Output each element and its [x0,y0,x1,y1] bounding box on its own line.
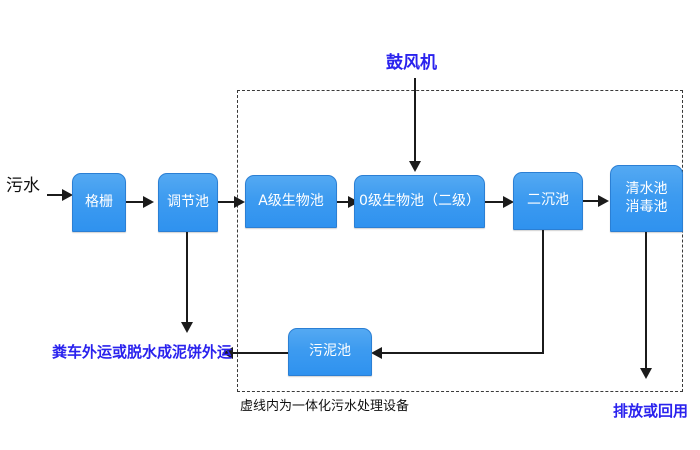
node-regulating-tank-label: 调节池 [167,193,209,210]
node-o-stage-bio-tank-label: 0级生物池（二级） [359,192,480,209]
sludge-disposal-label: 粪车外运或脱水成泥饼外运 [52,343,233,361]
blower-label: 鼓风机 [386,53,437,73]
connector-ostage-to-secondsettle-arrowhead [503,196,514,208]
node-secondary-settling-tank-label: 二沉池 [527,192,569,209]
node-disinfection-tank-label: 消毒池 [625,198,668,215]
connector-regulating-to-astage [218,201,243,203]
node-regulating-tank[interactable]: 调节池 [158,173,218,232]
node-grille[interactable]: 格栅 [72,173,126,232]
connector-cleanwater-to-discharge-arrowhead [640,368,652,379]
connector-ostage-to-secondsettle [485,201,512,203]
node-sludge-tank-label: 污泥池 [309,343,351,360]
node-clean-water-disinfection-tank[interactable]: 清水池 消毒池 [610,165,683,232]
connector-secondsettle-to-cleanwater-arrowhead [598,195,609,207]
connector-sludge-to-disposal-arrowhead [222,347,233,359]
inlet-label: 污水 [6,176,40,196]
connector-grille-to-regulating [126,201,148,203]
node-secondary-settling-tank[interactable]: 二沉池 [513,172,583,230]
connector-cleanwater-to-discharge-line [645,232,647,372]
connector-sludge-to-disposal-line [228,352,288,354]
connector-astage-to-ostage-arrowhead [348,196,359,208]
connector-astage-to-ostage [337,201,358,203]
connector-regulating-to-disposal-arrowhead [181,322,193,333]
discharge-label: 排放或回用 [613,402,689,420]
connector-grille-to-regulating-arrowhead [143,196,154,208]
node-a-stage-bio-tank-label: A级生物池 [258,192,324,209]
connector-regulating-to-disposal-line [186,232,188,324]
blower-feed-arrowhead [409,161,421,172]
node-o-stage-bio-tank[interactable]: 0级生物池（二级） [354,175,485,228]
node-sludge-tank[interactable]: 污泥池 [288,328,372,376]
connector-regulating-to-astage-arrowhead [234,196,245,208]
connector-secondsettle-to-cleanwater [583,200,607,202]
blower-feed-line [414,78,416,162]
connector-secondsettle-to-sludge-arrowhead [371,347,382,359]
node-grille-label: 格栅 [85,193,113,210]
connector-secondsettle-to-sludge-hline [380,352,544,354]
integrated-equipment-boundary [237,90,683,392]
inlet-connector-line [47,194,68,196]
node-a-stage-bio-tank[interactable]: A级生物池 [245,175,337,228]
boundary-caption: 虚线内为一体化污水处理设备 [240,399,410,414]
inlet-connector-arrowhead [62,189,73,201]
connector-secondsettle-to-sludge-vline [542,230,544,354]
node-clean-water-tank-label: 清水池 [625,181,668,197]
